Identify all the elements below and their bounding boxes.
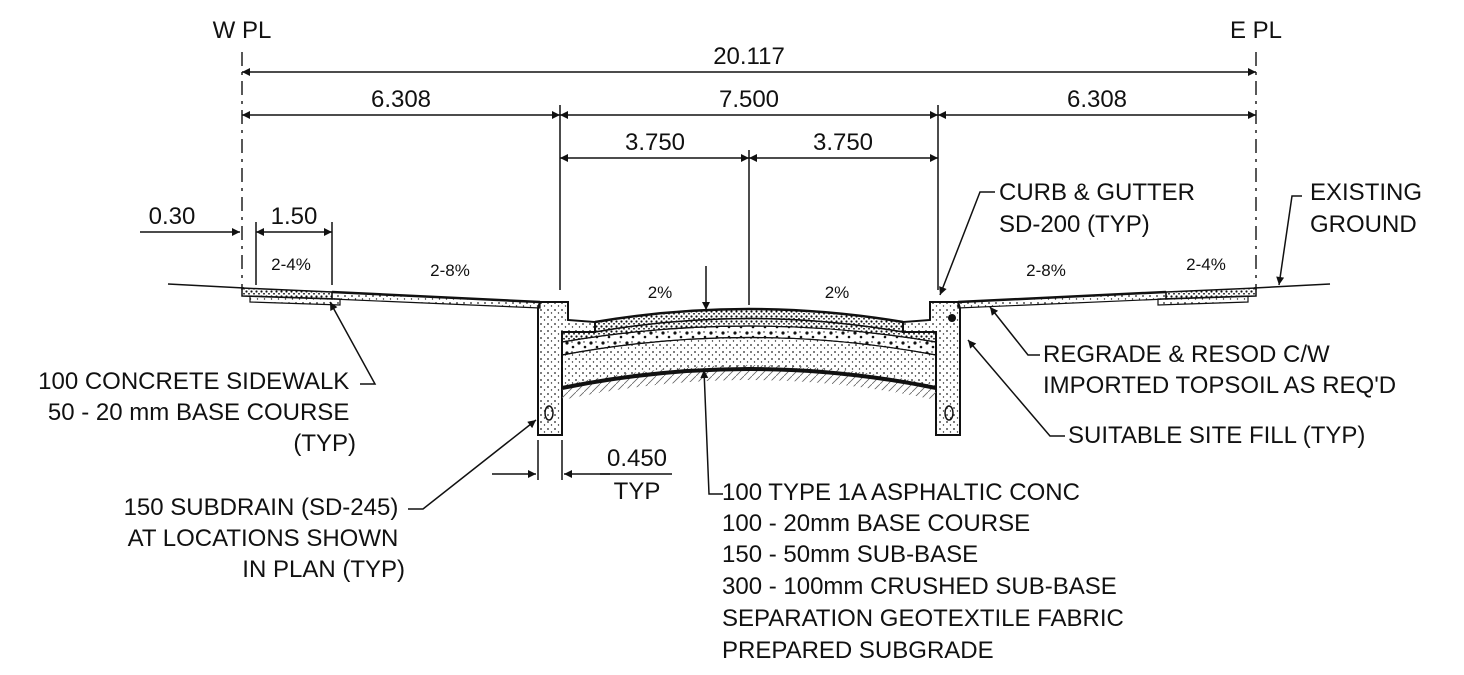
west-subdrain-pipe — [544, 405, 554, 421]
sidewalk-callout-line: 100 CONCRETE SIDEWALK — [38, 368, 349, 395]
subdrain-callout-line: IN PLAN (TYP) — [242, 556, 405, 583]
subdrain-width-text: 0.450 — [607, 445, 667, 472]
curb-callout: CURB & GUTTER SD-200 (TYP) — [999, 179, 1202, 238]
topsoil-callout-leader — [989, 306, 1040, 356]
east-subdrain-pipe — [944, 405, 954, 421]
topsoil-callout-line: IMPORTED TOPSOIL AS REQ'D — [1043, 372, 1396, 399]
subdrain-callout-line: 150 SUBDRAIN (SD-245) — [124, 494, 399, 521]
curb-callout-leader — [939, 191, 995, 296]
curb-callout-line: SD-200 (TYP) — [999, 211, 1150, 238]
ground-callout-leader — [1276, 195, 1302, 286]
sidewalk-callout: 100 CONCRETE SIDEWALK 50 - 20 mm BASE CO… — [38, 368, 356, 457]
curb-callout-line: CURB & GUTTER — [999, 179, 1195, 206]
overall-dimension-text: 20.117 — [713, 43, 785, 70]
fill-callout: SUITABLE SITE FILL (TYP) — [1068, 422, 1365, 449]
topsoil-callout-line: REGRADE & RESOD C/W — [1043, 341, 1330, 368]
pavement-callout-line: 300 - 100mm CRUSHED SUB-BASE — [722, 573, 1117, 600]
pavement-callout-line: 100 - 20mm BASE COURSE — [722, 510, 1030, 537]
east-boulevard-slope: 2-8% — [1026, 261, 1066, 280]
topsoil-callout: REGRADE & RESOD C/W IMPORTED TOPSOIL AS … — [1043, 341, 1396, 399]
east-boulevard-surface — [957, 290, 1167, 304]
ground-callout-line: EXISTING — [1310, 179, 1422, 206]
subdrain-callout-line: AT LOCATIONS SHOWN — [128, 525, 399, 552]
east-lane-slope: 2% — [825, 283, 850, 302]
subdrain-width-note: TYP — [614, 478, 661, 505]
subdrain-callout-leader — [408, 419, 537, 510]
west-boulevard-slope: 2-8% — [430, 261, 470, 280]
pavement-callout: 100 TYPE 1A ASPHALTIC CONC 100 - 20mm BA… — [722, 479, 1131, 664]
pavement-callout-line: PREPARED SUBGRADE — [722, 637, 994, 664]
west-pl-label: W PL — [213, 17, 272, 44]
east-pl-label: E PL — [1230, 17, 1282, 44]
east-sidewalk-base — [1157, 295, 1249, 306]
offset-dimension-text: 0.30 — [149, 203, 196, 230]
east-sidewalk-slope: 2-4% — [1186, 255, 1226, 274]
east-lane-dimension-text: 3.750 — [813, 129, 873, 156]
pavement-callout-line: SEPARATION GEOTEXTILE FABRIC — [722, 605, 1124, 632]
west-boulevard-dimension-text: 6.308 — [371, 86, 431, 113]
sidewalk-callout-leader — [329, 301, 377, 385]
ground-callout: EXISTING GROUND — [1310, 179, 1429, 238]
east-existing-ground — [1253, 283, 1331, 289]
roadway-dimension-text: 7.500 — [719, 86, 779, 113]
ground-callout-line: GROUND — [1310, 211, 1417, 238]
pavement-callout-line: 100 TYPE 1A ASPHALTIC CONC — [722, 479, 1080, 506]
fill-callout-line: SUITABLE SITE FILL (TYP) — [1068, 422, 1365, 449]
fill-callout-leader — [967, 339, 1065, 437]
sidewalk-dimension-text: 1.50 — [271, 203, 318, 230]
geotextile-fabric — [561, 367, 937, 390]
east-curb-dowel — [948, 314, 956, 322]
west-boulevard-surface — [331, 290, 541, 304]
west-lane-slope: 2% — [648, 283, 673, 302]
sidewalk-callout-line: (TYP) — [293, 430, 356, 457]
sidewalk-callout-line: 50 - 20 mm BASE COURSE — [48, 399, 349, 426]
west-lane-dimension-text: 3.750 — [625, 129, 685, 156]
west-sidewalk-base — [249, 295, 341, 306]
subdrain-callout: 150 SUBDRAIN (SD-245) AT LOCATIONS SHOWN… — [124, 494, 405, 583]
pavement-callout-leader — [700, 369, 723, 495]
west-sidewalk-slope: 2-4% — [271, 255, 311, 274]
east-boulevard-dimension-text: 6.308 — [1067, 86, 1127, 113]
pavement-callout-line: 150 - 50mm SUB-BASE — [722, 541, 978, 568]
road-surface — [594, 307, 904, 324]
west-existing-ground — [167, 283, 245, 289]
